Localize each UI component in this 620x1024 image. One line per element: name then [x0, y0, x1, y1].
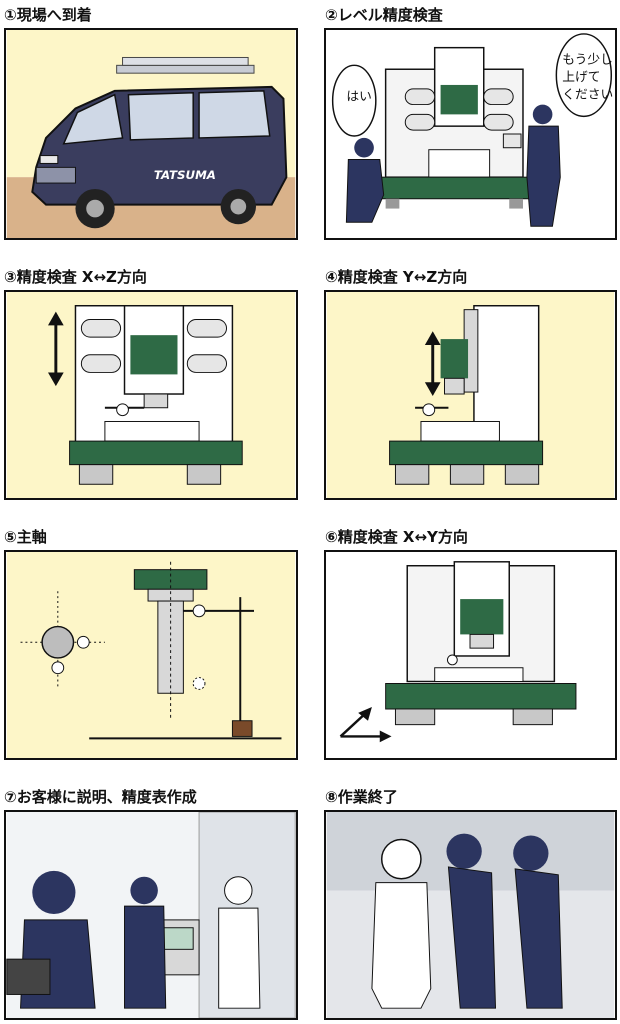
xz-inspection-illustration: [6, 292, 296, 498]
panel-xy-inspection: [324, 550, 617, 760]
step-4-label: ④精度検査 Y↔Z方向: [325, 268, 468, 286]
customer: [218, 876, 261, 1009]
step-1-label: ①現場へ到着: [4, 6, 92, 24]
xy-inspection-illustration: [326, 552, 615, 758]
work-complete-illustration: [326, 812, 615, 1018]
explanation-illustration: [6, 812, 296, 1018]
speech-right-line-2: 上げて: [562, 70, 600, 85]
step-6-label: ⑥精度検査 X↔Y方向: [325, 528, 468, 546]
speech-bubble-right: [555, 33, 613, 118]
panel-xz-inspection: [4, 290, 298, 500]
laptop: [6, 958, 51, 995]
kneeling-worker: [345, 137, 385, 223]
step-2-label: ②レベル精度検査: [325, 6, 443, 24]
level-inspection-illustration: はい もう少し 上げて ください: [326, 30, 615, 238]
step-8-label: ⑧作業終了: [325, 788, 398, 806]
step-7-label: ⑦お客様に説明、精度表作成: [4, 788, 197, 806]
panel-level-inspection: はい もう少し 上げて ください: [324, 28, 617, 240]
speech-right-line-1: もう少し: [562, 52, 613, 67]
yz-inspection-illustration: [326, 292, 615, 498]
step-3-label: ③精度検査 X↔Z方向: [4, 268, 147, 286]
step-5-label: ⑤主軸: [4, 528, 47, 546]
customer-in-white: [371, 838, 432, 1009]
spindle-illustration: [6, 552, 296, 758]
standing-worker-tablet: [502, 104, 561, 227]
worker-explaining: [124, 876, 167, 1009]
speech-bubble-left: [331, 64, 377, 137]
panel-van-arrival: TATSUMA: [4, 28, 298, 240]
van-logo-text: TATSUMA: [154, 168, 216, 182]
panel-spindle: [4, 550, 298, 760]
speech-left-text: はい: [346, 90, 372, 105]
panel-work-complete: [324, 810, 617, 1020]
y-axis-arrow: [339, 711, 367, 738]
van-illustration: TATSUMA: [6, 30, 296, 238]
bowing-worker-1: [446, 833, 497, 1009]
panel-yz-inspection: [324, 290, 617, 500]
speech-right-line-3: ください: [562, 88, 613, 103]
bowing-worker-2: [513, 835, 563, 1009]
panel-explanation: [4, 810, 298, 1020]
